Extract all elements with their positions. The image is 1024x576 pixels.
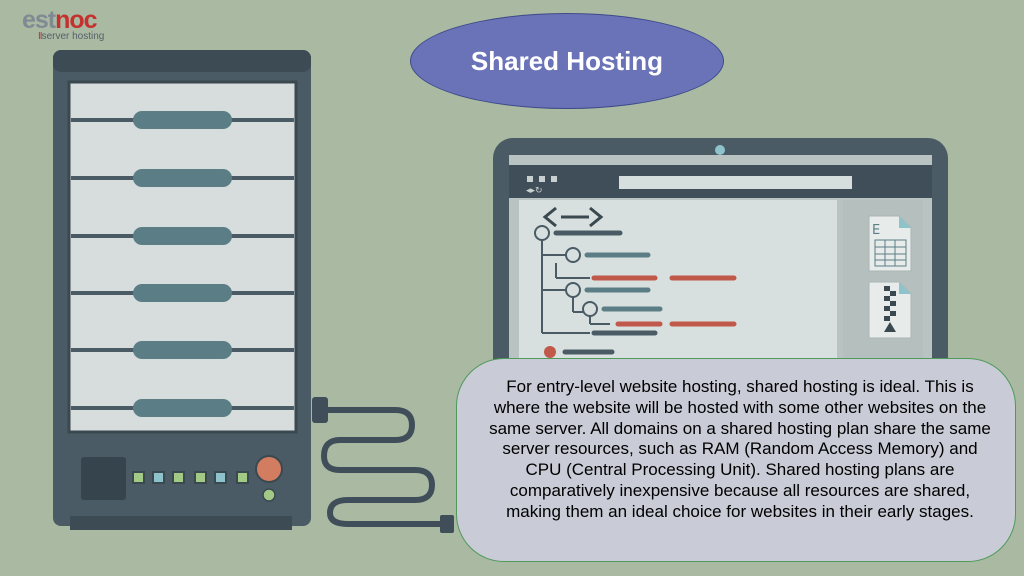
logo-tagline-bars: II (38, 31, 42, 42)
network-cable (320, 407, 453, 527)
server-rack-icon (53, 50, 311, 530)
logo-wordmark-noc: noc (55, 6, 97, 34)
logo-tagline-text: server hosting (41, 31, 105, 42)
svg-text:◂▸↻: ◂▸↻ (526, 186, 543, 196)
zip-file-icon (868, 281, 912, 339)
description-text: For entry-level website hosting, shared … (489, 377, 991, 521)
code-brackets-icon (542, 206, 604, 228)
page-title: Shared Hosting (470, 45, 664, 76)
description-box: For entry-level website hosting, shared … (456, 358, 1016, 562)
spreadsheet-icon: E (868, 215, 912, 272)
estnoc-logo: estnoc IIserver hosting (22, 6, 132, 42)
logo-tagline: IIserver hosting (38, 31, 104, 42)
logo-wordmark-est: est (22, 6, 56, 34)
laptop-icon: ◂▸↻ (493, 138, 948, 378)
logo-wordmark: estnoc (22, 6, 98, 34)
svg-text:E: E (872, 223, 880, 238)
title-badge: Shared Hosting (410, 13, 724, 109)
